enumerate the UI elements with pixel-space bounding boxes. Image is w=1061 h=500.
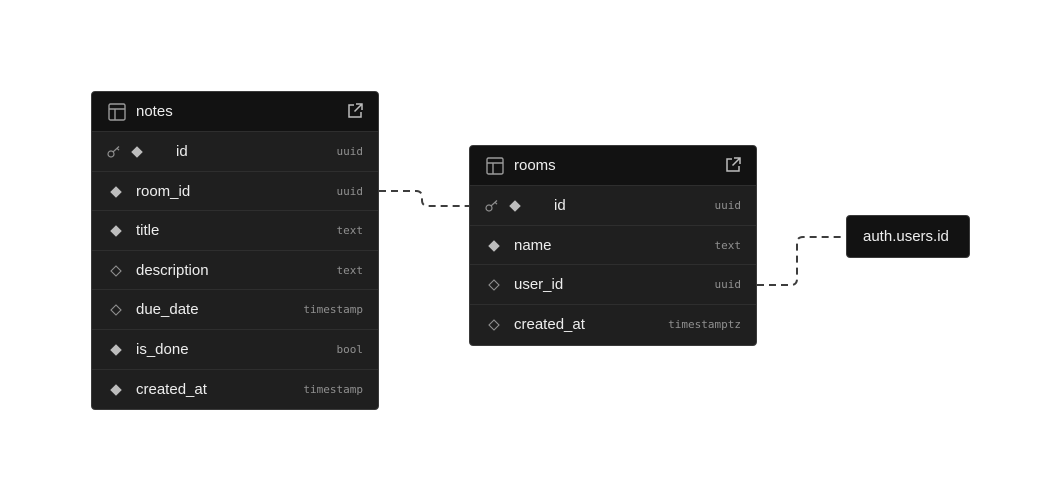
column-row[interactable]: user_id uuid: [470, 265, 756, 305]
column-type: uuid: [714, 199, 742, 212]
not-null-diamond-icon: [110, 383, 122, 396]
column-row[interactable]: created_at timestamptz: [470, 305, 756, 345]
column-name: description: [136, 261, 209, 279]
column-list: id uuid name text user_id uuid created_at times…: [470, 186, 756, 344]
column-name: title: [136, 222, 160, 240]
primary-key-icon: [485, 200, 498, 212]
column-type: uuid: [714, 278, 742, 292]
column-type: timestamptz: [668, 317, 741, 331]
table-header-notes: notes: [92, 92, 378, 132]
nullable-diamond-icon: [110, 265, 122, 277]
column-type: timestamp: [303, 303, 363, 317]
table-header-rooms: rooms: [470, 146, 756, 186]
table-icon: [486, 157, 504, 175]
column-type: text: [336, 224, 364, 238]
column-row[interactable]: id uuid: [470, 186, 756, 226]
column-row[interactable]: room_id uuid: [92, 172, 378, 212]
column-name: created_at: [514, 315, 585, 333]
column-row[interactable]: description text: [92, 251, 378, 291]
column-name: room_id: [136, 182, 191, 200]
not-null-diamond-icon: [110, 225, 122, 237]
nullable-diamond-icon: [488, 279, 500, 291]
column-name: is_done: [136, 340, 189, 358]
nullable-diamond-icon: [488, 319, 500, 331]
external-ref-label: auth.users.id: [863, 228, 949, 245]
not-null-diamond-icon: [488, 239, 500, 252]
column-row[interactable]: is_done bool: [92, 330, 378, 370]
column-name: id: [554, 197, 566, 214]
column-name: created_at: [136, 380, 207, 398]
not-null-diamond-icon: [110, 344, 122, 356]
not-null-diamond-icon: [509, 200, 521, 212]
column-row[interactable]: due_date timestamp: [92, 290, 378, 330]
external-ref-node[interactable]: auth.users.id: [846, 215, 970, 258]
not-null-diamond-icon: [110, 185, 122, 198]
not-null-diamond-icon: [131, 146, 143, 158]
column-name: user_id: [514, 276, 564, 294]
table-name: notes: [136, 103, 173, 120]
edge-notes-room_id-to-rooms-id: [379, 190, 469, 207]
column-type: uuid: [336, 145, 364, 158]
column-type: text: [336, 263, 364, 277]
column-row[interactable]: id uuid: [92, 132, 378, 172]
edge-rooms-user_id-to-auth-users-id: [757, 236, 845, 286]
column-name: name: [514, 236, 552, 254]
column-type: timestamp: [303, 382, 363, 396]
column-name: id: [176, 143, 188, 160]
column-list: id uuid room_id uuid title text description tex…: [92, 132, 378, 409]
table-card-rooms[interactable]: rooms id uuid name text user_id uuid created_a…: [469, 145, 757, 346]
primary-key-icon: [107, 146, 120, 158]
open-external-icon[interactable]: [724, 156, 742, 174]
open-external-icon[interactable]: [346, 102, 364, 120]
table-icon: [108, 103, 126, 121]
column-row[interactable]: name text: [470, 226, 756, 266]
column-type: uuid: [336, 184, 364, 198]
column-row[interactable]: title text: [92, 211, 378, 251]
column-type: text: [714, 238, 742, 252]
column-type: bool: [336, 342, 364, 356]
column-row[interactable]: created_at timestamp: [92, 370, 378, 409]
table-name: rooms: [514, 157, 556, 174]
nullable-diamond-icon: [110, 304, 122, 317]
column-name: due_date: [136, 301, 199, 319]
